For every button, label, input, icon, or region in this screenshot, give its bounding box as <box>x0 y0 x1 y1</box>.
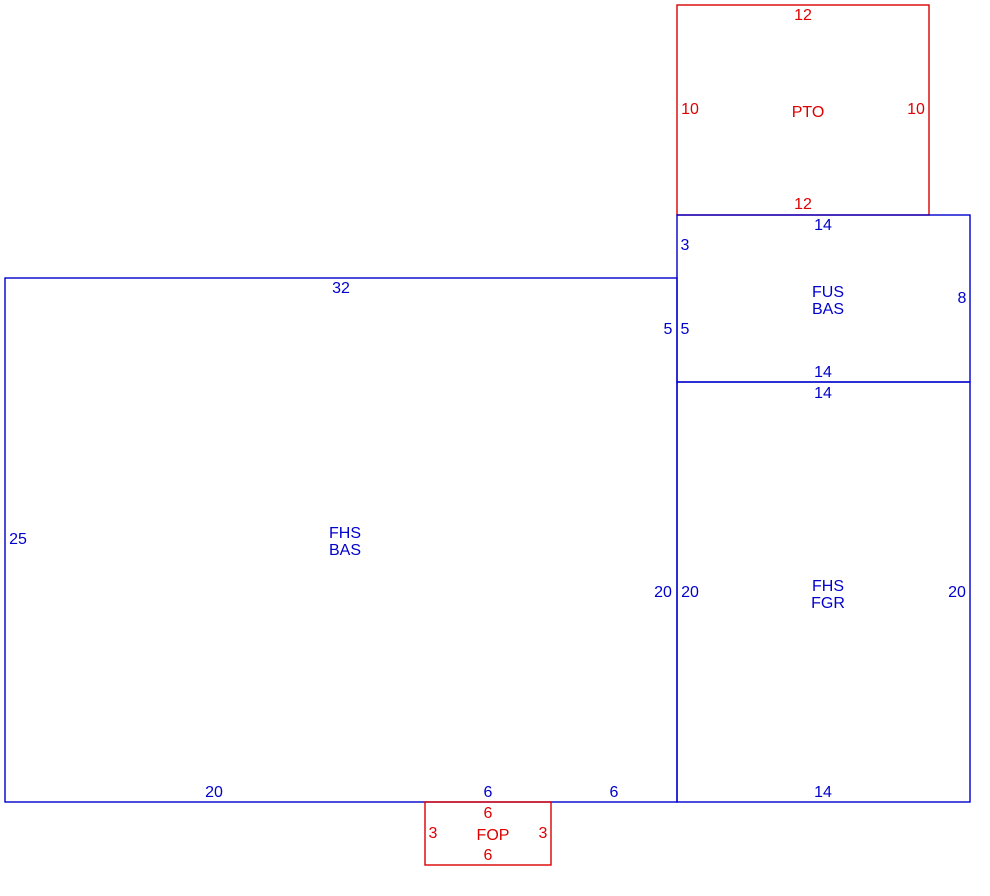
fus-bas-top-dimension: 14 <box>814 217 832 234</box>
fus-bas-left-lower-dimension: 5 <box>681 321 690 338</box>
pto-label: PTO <box>792 104 825 121</box>
fhs-fgr-label-line2: FGR <box>811 595 845 612</box>
fop-top-dimension: 6 <box>484 805 493 822</box>
pto-left-dimension: 10 <box>681 101 699 118</box>
fop-right-dimension: 3 <box>539 825 548 842</box>
fhs-bas-left-dimension: 25 <box>9 531 27 548</box>
fhs-fgr-left-dimension: 20 <box>681 584 699 601</box>
fhs-bas-bottom-dimension-b: 6 <box>484 784 493 801</box>
fhs-fgr-label-line1: FHS <box>812 578 844 595</box>
pto-top-dimension: 12 <box>794 7 812 24</box>
fhs-fgr-right-dimension: 20 <box>948 584 966 601</box>
fop-outline <box>424 801 552 866</box>
fhs-fgr-top-dimension: 14 <box>814 385 832 402</box>
fus-bas-label-line1: FUS <box>812 284 844 301</box>
fhs-bas-label-line1: FHS <box>329 525 361 542</box>
fop-left-dimension: 3 <box>429 825 438 842</box>
fus-bas-label-line2: BAS <box>812 301 844 318</box>
fhs-bas-bottom-dimension-a: 20 <box>205 784 223 801</box>
fhs-bas-right-lower-dimension: 20 <box>654 584 672 601</box>
fhs-fgr-bottom-dimension: 14 <box>814 784 832 801</box>
fhs-bas-label-line2: BAS <box>329 542 361 559</box>
fhs-fgr-outline <box>676 381 971 803</box>
fus-bas-bottom-dimension: 14 <box>814 364 832 381</box>
fus-bas-right-dimension: 8 <box>958 290 967 307</box>
fop-label: FOP <box>477 827 510 844</box>
fhs-bas-top-dimension: 32 <box>332 280 350 297</box>
fhs-bas-right-upper-dimension: 5 <box>664 321 673 338</box>
fop-bottom-dimension: 6 <box>484 847 493 864</box>
fhs-bas-bottom-dimension-c: 6 <box>610 784 619 801</box>
pto-right-dimension: 10 <box>907 101 925 118</box>
pto-bottom-dimension: 12 <box>794 196 812 213</box>
fus-bas-left-upper-dimension: 3 <box>681 237 690 254</box>
